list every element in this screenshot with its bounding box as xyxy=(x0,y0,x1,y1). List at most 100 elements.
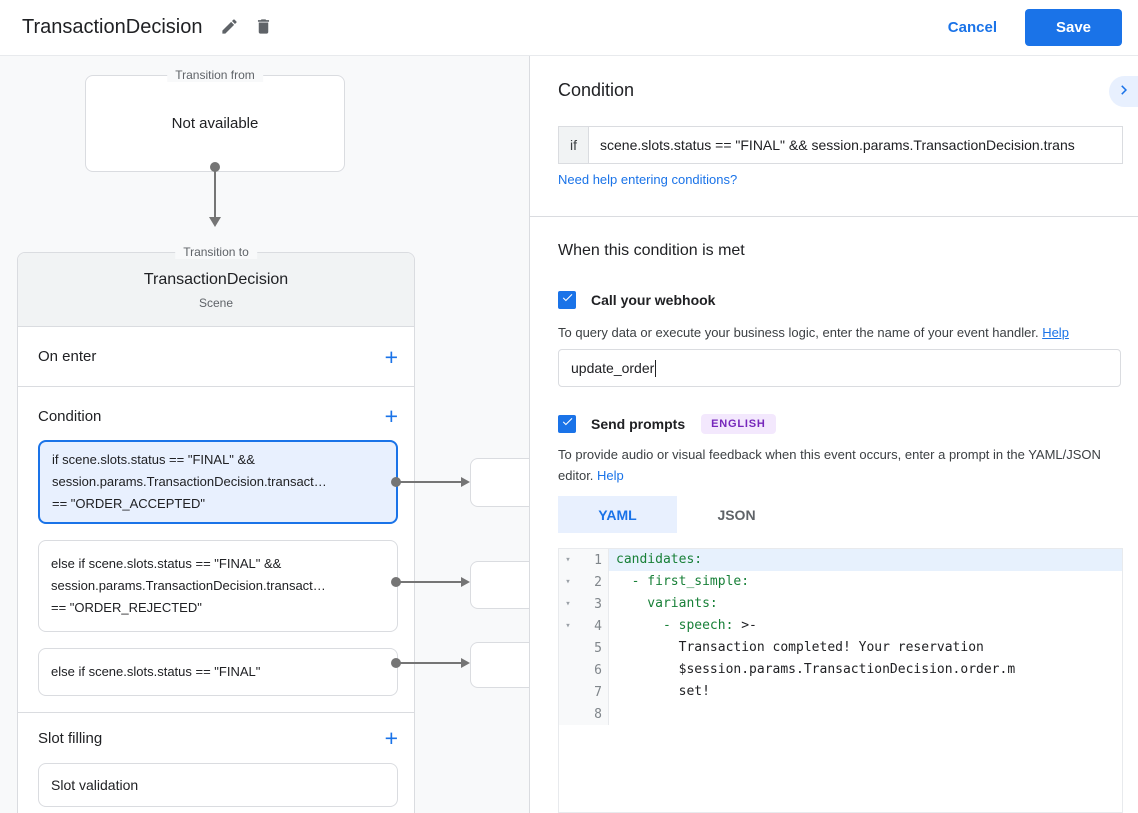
connector-arrowhead-icon xyxy=(209,217,221,227)
language-badge: ENGLISH xyxy=(701,414,776,434)
tab-json[interactable]: JSON xyxy=(677,496,796,533)
line-number: 4 xyxy=(594,618,602,634)
editor-code-line[interactable]: variants: xyxy=(609,593,1122,615)
editor-code-line[interactable]: - first_simple: xyxy=(609,571,1122,593)
slot-filling-section: Slot filling + Slot validation xyxy=(18,712,414,807)
webhook-label: Call your webhook xyxy=(591,292,716,308)
condition-card-text: == "ORDER_ACCEPTED" xyxy=(52,496,205,511)
editor-code-line[interactable]: $session.params.TransactionDecision.orde… xyxy=(609,659,1122,681)
condition-card-text: else if scene.slots.status == "FINAL" xyxy=(51,664,261,679)
line-number: 3 xyxy=(594,596,602,612)
collapse-panel-button[interactable] xyxy=(1109,76,1138,107)
fold-arrow-icon[interactable]: ▾ xyxy=(565,577,571,587)
transition-target-box[interactable] xyxy=(470,642,529,688)
scene-card-header[interactable]: TransactionDecision Scene xyxy=(18,253,414,327)
prompts-checkbox[interactable] xyxy=(558,415,576,433)
condition-card-text: if scene.slots.status == "FINAL" && xyxy=(52,452,255,467)
prompts-help-link[interactable]: Help xyxy=(597,468,624,483)
editor-gutter: 7 xyxy=(559,681,609,703)
add-on-enter-icon[interactable]: + xyxy=(384,343,398,370)
condition-panel-title: Condition xyxy=(558,80,635,100)
webhook-handler-value: update_order xyxy=(571,360,655,376)
editor-format-tabs: YAML JSON xyxy=(558,496,796,533)
add-condition-icon[interactable]: + xyxy=(384,403,398,429)
delete-scene-button[interactable] xyxy=(246,11,280,45)
condition-card-list: if scene.slots.status == "FINAL" && sessi… xyxy=(18,440,414,696)
transition-arrow xyxy=(391,658,470,668)
editor-code-line[interactable] xyxy=(609,703,1122,725)
fold-arrow-icon[interactable]: ▾ xyxy=(565,621,571,631)
cancel-button[interactable]: Cancel xyxy=(947,19,997,36)
line-number: 8 xyxy=(594,706,602,722)
fold-arrow-icon[interactable]: ▾ xyxy=(565,599,571,609)
line-number: 1 xyxy=(594,552,602,568)
section-divider xyxy=(530,216,1138,217)
condition-card[interactable]: if scene.slots.status == "FINAL" && sessi… xyxy=(38,440,398,524)
condition-card[interactable]: else if scene.slots.status == "FINAL" xyxy=(38,648,398,696)
condition-section-label: Condition xyxy=(38,407,102,425)
scene-name: TransactionDecision xyxy=(143,271,289,288)
editor-line: 5 Transaction completed! Your reservatio… xyxy=(559,637,1122,659)
condition-card-text: session.params.TransactionDecision.trans… xyxy=(51,578,326,593)
webhook-helper-text: To query data or execute your business l… xyxy=(558,322,1133,343)
condition-expression-input[interactable]: scene.slots.status == "FINAL" && session… xyxy=(589,126,1123,164)
webhook-handler-input[interactable]: update_order xyxy=(558,349,1121,387)
add-slot-icon[interactable]: + xyxy=(384,725,398,751)
scene-card: Transition to TransactionDecision Scene … xyxy=(17,245,415,813)
line-number: 5 xyxy=(594,640,602,656)
transition-target-box[interactable] xyxy=(470,458,529,507)
editor-line: ▾3 variants: xyxy=(559,593,1122,615)
chevron-right-icon xyxy=(1115,81,1133,102)
conditions-help-link[interactable]: Need help entering conditions? xyxy=(558,172,738,187)
line-number: 2 xyxy=(594,574,602,590)
code-token: $session.params.TransactionDecision.orde… xyxy=(616,662,1016,677)
editor-gutter: ▾1 xyxy=(559,549,609,571)
editor-code-line[interactable]: candidates: xyxy=(609,549,1122,571)
condition-card[interactable]: else if scene.slots.status == "FINAL" &&… xyxy=(38,540,398,632)
editor-gutter: ▾3 xyxy=(559,593,609,615)
webhook-checkbox-row: Call your webhook xyxy=(558,291,715,309)
save-button[interactable]: Save xyxy=(1025,9,1122,46)
top-bar: TransactionDecision Cancel Save xyxy=(0,0,1138,56)
tab-yaml[interactable]: YAML xyxy=(558,496,677,533)
code-token: >- xyxy=(733,618,757,633)
webhook-help-link[interactable]: Help xyxy=(1042,325,1069,340)
transition-target-box[interactable] xyxy=(470,561,529,609)
transition-to-label: Transition to xyxy=(175,245,257,259)
connector-arrowhead-icon xyxy=(461,577,470,587)
editor-gutter: 6 xyxy=(559,659,609,681)
transition-arrow xyxy=(391,477,470,487)
editor-line: 7 set! xyxy=(559,681,1122,703)
connector-line xyxy=(400,662,461,664)
condition-card-text: session.params.TransactionDecision.trans… xyxy=(52,474,327,489)
edit-title-button[interactable] xyxy=(212,11,246,45)
connector-arrowhead-icon xyxy=(461,658,470,668)
connector-line xyxy=(214,170,216,218)
condition-section-header: Condition + xyxy=(18,387,414,440)
on-enter-section[interactable]: On enter + xyxy=(18,327,414,387)
slot-filling-label: Slot filling xyxy=(38,729,103,747)
connector-dot xyxy=(391,577,401,587)
editor-code-line[interactable]: Transaction completed! Your reservation xyxy=(609,637,1122,659)
editor-code-line[interactable]: set! xyxy=(609,681,1122,703)
webhook-checkbox[interactable] xyxy=(558,291,576,309)
pencil-icon xyxy=(220,17,239,39)
editor-gutter: ▾2 xyxy=(559,571,609,593)
editor-line: 8 xyxy=(559,703,1122,725)
code-token: Transaction completed! Your reservation xyxy=(616,640,984,655)
slot-validation-card[interactable]: Slot validation xyxy=(38,763,398,807)
transition-from-label: Transition from xyxy=(167,68,263,82)
prompts-helper-text: To provide audio or visual feedback when… xyxy=(558,444,1116,486)
connector-dot xyxy=(391,658,401,668)
fold-arrow-icon[interactable]: ▾ xyxy=(565,555,571,565)
transition-arrow xyxy=(391,577,470,587)
code-token: candidates: xyxy=(616,552,703,567)
prompts-helper-body: To provide audio or visual feedback when… xyxy=(558,447,1101,483)
trash-icon xyxy=(254,17,273,39)
editor-gutter: ▾4 xyxy=(559,615,609,637)
condition-expression-group: if scene.slots.status == "FINAL" && sess… xyxy=(558,126,1123,164)
text-cursor xyxy=(655,359,657,377)
editor-code-line[interactable]: - speech: >- xyxy=(609,615,1122,637)
check-icon xyxy=(561,415,574,433)
